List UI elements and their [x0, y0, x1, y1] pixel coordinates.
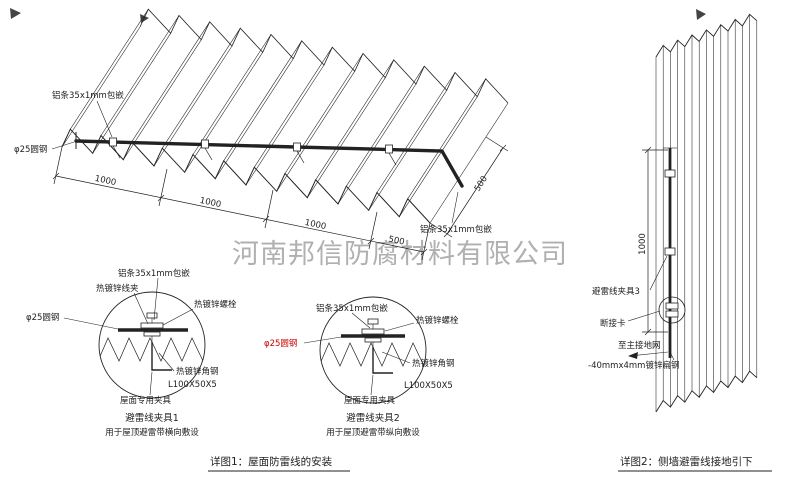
detail-1-label-roof-fixture: 屋面专用夹具: [120, 395, 172, 406]
detail-2-clamp-plate-upper: [361, 328, 385, 335]
corner-mark-roof: [140, 14, 149, 23]
caption-detail-2: 详图2：侧墙避雷线接地引下: [620, 455, 753, 468]
detail-1-angle-steel: [151, 342, 172, 371]
detail-view-1: 铝条35x1mm包嵌 热镀锌线夹 热镀锌螺栓 φ25圆钢 热镀锌角钢 L100X…: [26, 268, 237, 438]
detail-2-label-angle-spec: L100X50X5: [404, 381, 453, 391]
ground-arrow-head: [628, 352, 638, 359]
captions: 详图1：屋面防雷线的安装 详图2：侧墙避雷线接地引下: [208, 455, 772, 472]
dim-1000-b: 1000: [199, 196, 222, 210]
wall-annotations: 1000 避雷线夹具3 断接卡 至主接地网 -40mmx4mm镀锌扁钢: [588, 146, 686, 371]
label-round-steel-main: φ25圆钢: [14, 144, 47, 155]
label-to-main-ground: 至主接地网: [618, 340, 661, 351]
detail-1-nut: [146, 312, 158, 319]
detail-1-label-angle-steel: 热镀锌角钢: [176, 366, 219, 377]
detail-1-profile: [99, 337, 204, 362]
wall-clamp-lower: [664, 247, 676, 256]
detail-1-label-angle-spec: L100X50X5: [168, 380, 217, 390]
detail-view-2: 铝条35x1mm包嵌 热镀锌螺栓 φ25圆钢 热镀锌角钢 L100X50X5 屋…: [264, 296, 459, 438]
detail-1-clamp-plate-upper: [140, 322, 164, 329]
dim-1000-a: 1000: [94, 174, 117, 188]
wall-dim-1000: 1000: [638, 233, 648, 255]
roof-corrugated-panel: [61, 8, 509, 224]
roof-labels: 铝条35x1mm包嵌 φ25圆钢 铝条35x1mm包嵌: [14, 90, 492, 235]
detail-1-label-bolt: 热镀锌螺栓: [194, 299, 237, 310]
wall-corrugated-panel: [655, 13, 758, 413]
detail-2-clamp-plate-lower: [364, 337, 382, 343]
detail-2-label-bolt: 热镀锌螺栓: [416, 315, 459, 326]
detail-2-nut: [367, 318, 379, 325]
detail-2-title: 避雷线夹具2: [346, 412, 400, 424]
watermark-text: 河南邦信防腐材料有限公司: [232, 239, 568, 270]
label-clamp-3: 避雷线夹具3: [592, 286, 640, 297]
detail-1-label-round-steel: φ25圆钢: [26, 312, 59, 323]
wall-disconnect-plate-upper: [665, 302, 679, 310]
corner-mark-wall: [696, 9, 706, 20]
roof-lightning-conductor: [74, 132, 464, 188]
label-aluminum-strip-top: 铝条35x1mm包嵌: [52, 90, 124, 101]
wall-clamp-upper: [664, 169, 676, 178]
detail-1-clamp-plate-lower: [143, 331, 161, 337]
caption-detail-1: 详图1：屋面防雷线的安装: [210, 455, 333, 468]
detail-2-label-round-steel: φ25圆钢: [264, 338, 297, 349]
detail-1-subtitle: 用于屋顶避雷带横向敷设: [105, 427, 199, 438]
detail-2-circle: [319, 296, 427, 404]
label-flat-steel: -40mmx4mm镀锌扁钢: [588, 360, 679, 371]
wall-disconnect-plate-lower: [665, 310, 679, 318]
detail-1-label-wire-clamp: 热镀锌线夹: [96, 283, 139, 294]
corner-mark-topleft: [10, 8, 21, 19]
roof-dimensions: 1000 1000 1000 500 500: [52, 136, 509, 261]
detail-1-title: 避雷线夹具1: [125, 412, 179, 424]
detail-2-profile: [320, 342, 425, 367]
detail-2-label-aluminum-strip: 铝条35x1mm包嵌: [316, 303, 388, 314]
label-aluminum-strip-right: 铝条35x1mm包嵌: [420, 224, 492, 235]
label-disconnect-card: 断接卡: [600, 318, 626, 329]
detail-1-label-aluminum-strip: 铝条35x1mm包嵌: [118, 268, 190, 279]
wall-disconnect-detail-circle: [658, 296, 686, 324]
detail-2-angle-steel: [372, 347, 393, 374]
dim-1000-c: 1000: [304, 218, 327, 232]
detail-1-circle: [98, 291, 206, 399]
detail-2-subtitle: 用于屋顶避雷带纵向敷设: [326, 427, 420, 438]
roof-conductor-clamps: [109, 137, 397, 166]
dim-500-bottom: 500: [387, 234, 405, 247]
detail-2-label-roof-fixture: 屋面专用夹具: [344, 395, 396, 406]
detail-2-label-angle-steel: 热镀锌角钢: [412, 358, 455, 369]
